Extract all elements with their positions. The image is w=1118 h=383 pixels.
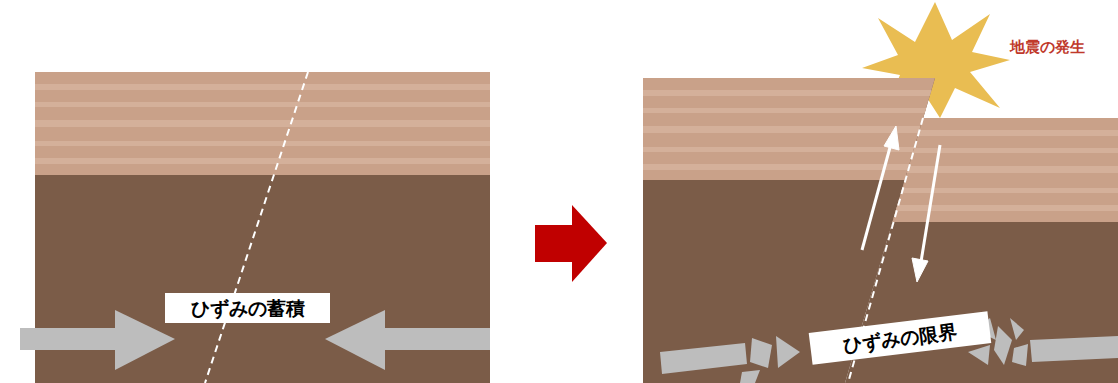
arrow-shaft — [535, 225, 574, 262]
arrow-fragment — [1012, 344, 1028, 366]
stratum-band — [35, 141, 490, 146]
strata-layer — [840, 118, 1118, 222]
strain-label: ひずみの蓄積 — [191, 299, 305, 318]
stratum-band — [35, 120, 490, 127]
slip-arrow-down — [920, 145, 940, 268]
stratum-band — [643, 126, 943, 133]
arrow-fragment — [660, 343, 747, 374]
arrow-fragment — [994, 326, 1012, 365]
arrow-fragment — [1010, 318, 1024, 340]
arrow-shaft — [20, 328, 117, 350]
arrow-fragment — [1030, 336, 1118, 362]
slip-arrows — [862, 126, 940, 282]
arrow-fragment — [750, 338, 772, 368]
stratum-band — [643, 108, 943, 113]
arrow-head — [325, 310, 385, 370]
arrow-shaft — [383, 328, 490, 350]
arrow-head — [884, 126, 899, 150]
strata-layer — [643, 78, 943, 180]
stratum-band — [840, 130, 1118, 136]
arrow-head — [572, 205, 607, 282]
stratum-band — [840, 148, 1118, 153]
arrow-head — [912, 258, 928, 282]
strata-layer — [35, 72, 490, 175]
slip-arrow-up — [862, 140, 892, 250]
strain-label-box: ひずみの蓄積 — [165, 293, 330, 323]
event-label: 地震の発生 — [1010, 38, 1085, 57]
stratum-band — [35, 158, 490, 164]
stratum-band — [35, 84, 490, 90]
fault-line — [205, 72, 308, 383]
stratum-band — [840, 205, 1118, 211]
stratum-band — [643, 90, 943, 96]
stratum-band — [35, 102, 490, 107]
stratum-band — [840, 166, 1118, 173]
stratum-band — [840, 188, 1118, 193]
arrow-fragment — [968, 345, 990, 365]
arrow-fragment — [740, 370, 760, 383]
arrow-fragment — [776, 336, 800, 368]
stratum-band — [643, 164, 943, 170]
transition-arrow — [535, 205, 607, 282]
